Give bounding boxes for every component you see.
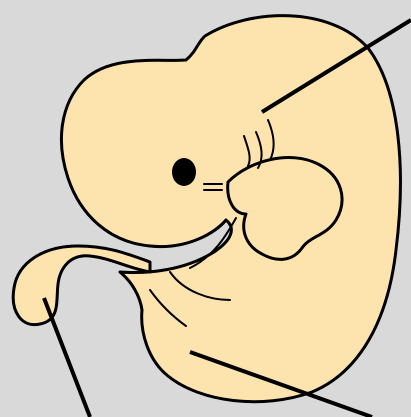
eye bbox=[172, 158, 196, 186]
